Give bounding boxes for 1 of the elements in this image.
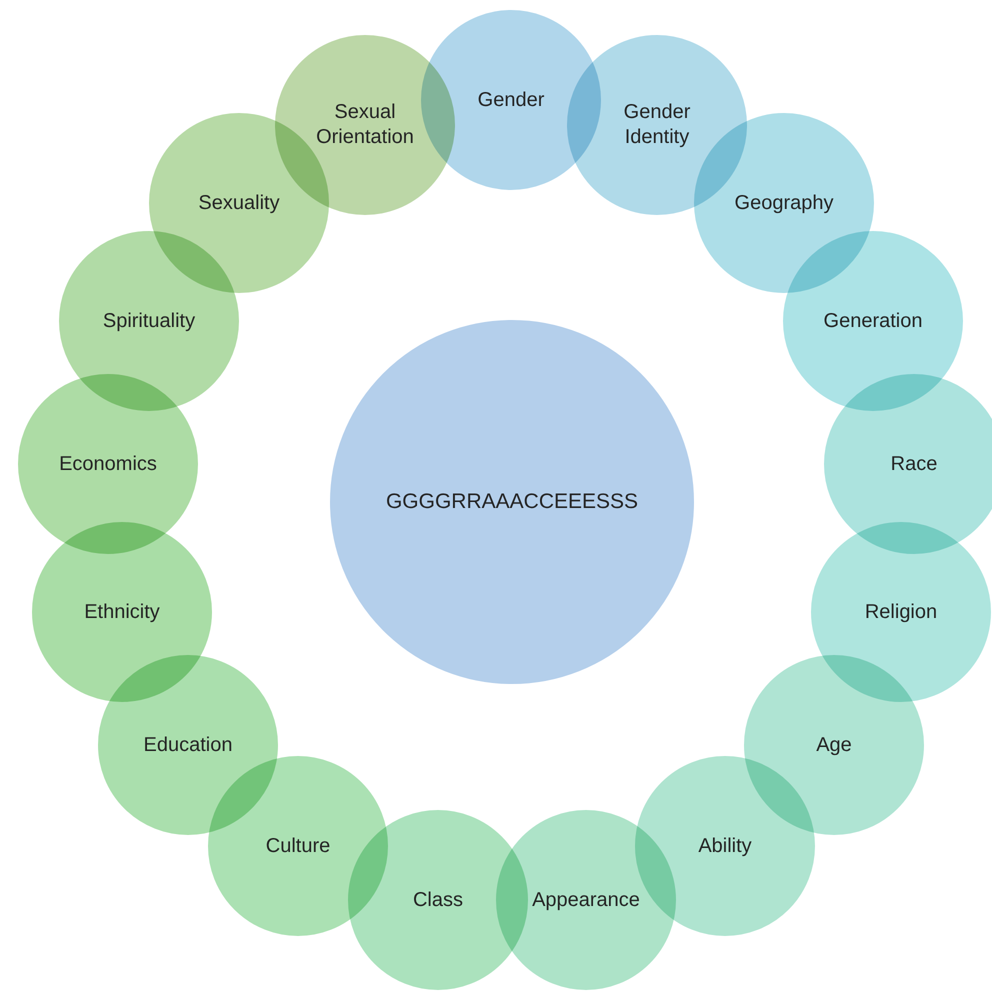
center-circle: GGGGRRAAACCEEESSS bbox=[328, 318, 696, 686]
